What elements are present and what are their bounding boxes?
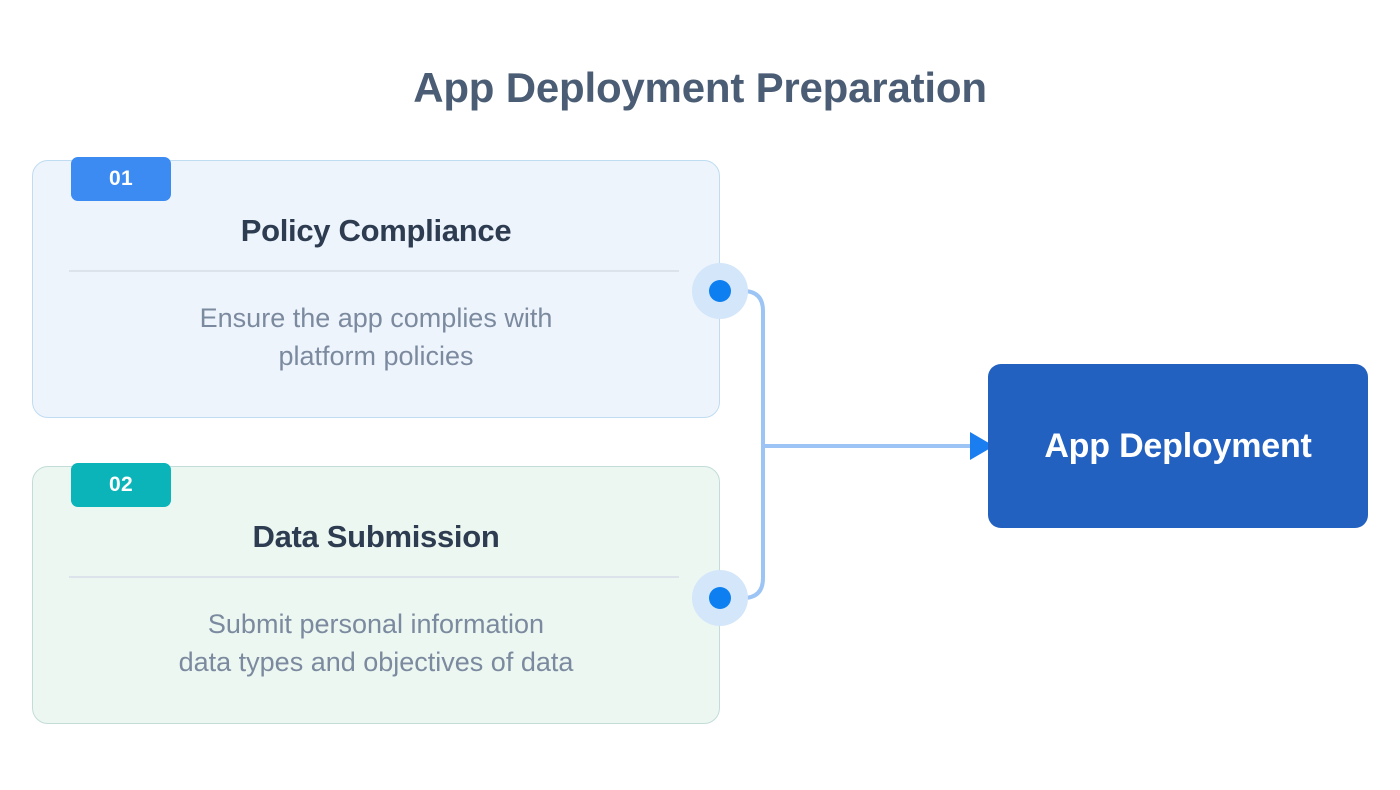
connector-path-bus [720,289,765,600]
step-title: Data Submission [252,519,500,554]
deployment-target-label: App Deployment [1044,426,1312,465]
page-title: App Deployment Preparation [413,64,987,111]
card-divider [69,576,679,578]
step-number-badge: 02 [71,463,171,507]
card-divider [69,270,679,272]
step-number-badge: 01 [71,157,171,201]
step-card-policy-compliance[interactable]: 01 Policy Compliance Ensure the app comp… [32,157,720,418]
step-description: Ensure the app complies with platform po… [199,303,553,371]
step-description: Submit personal information data types a… [178,609,574,677]
step-card-data-submission[interactable]: 02 Data Submission Submit personal infor… [32,463,720,724]
step-title: Policy Compliance [240,213,512,248]
deployment-target-box[interactable]: App Deployment [988,364,1368,528]
